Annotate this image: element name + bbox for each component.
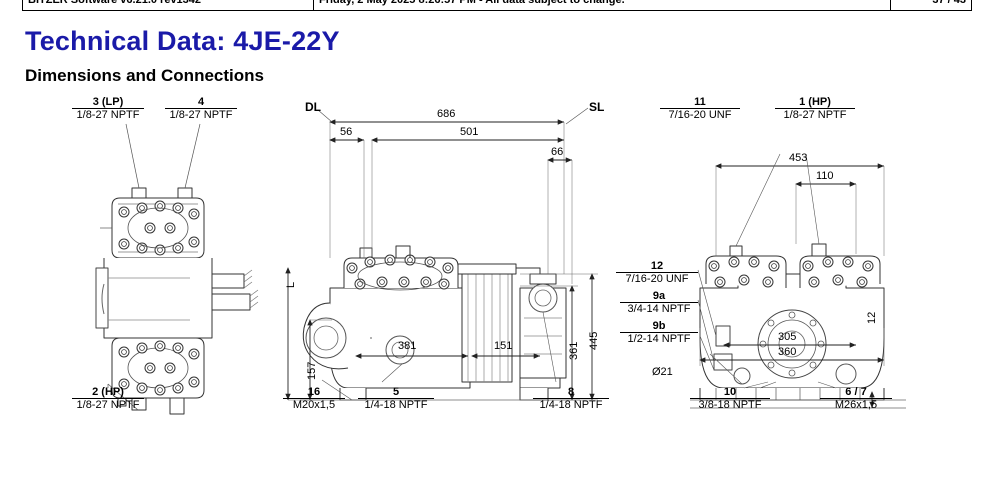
callout-number: 3 (LP) — [92, 96, 124, 108]
callout-8: 8 1/4-18 NPTF — [533, 386, 609, 412]
technical-drawing: 3 (LP) 1/8-27 NPTF 4 1/8-27 NPTF 2 (HP) … — [0, 88, 1000, 428]
callout-3-lp: 3 (LP) 1/8-27 NPTF — [72, 96, 144, 122]
view-side — [285, 107, 598, 401]
dim-501: 501 — [460, 126, 479, 138]
dim-686: 686 — [437, 108, 456, 120]
callout-1-hp: 1 (HP) 1/8-27 NPTF — [775, 96, 855, 122]
page-header-table: BITZER Software v6.21.0 rev1342 Friday, … — [22, 0, 972, 11]
dim-12-vertical: 12 — [866, 311, 878, 324]
callout-thread: 1/8-27 NPTF — [72, 108, 144, 121]
callout-thread: 3/4-14 NPTF — [620, 302, 698, 315]
callout-thread: 1/8-27 NPTF — [72, 398, 144, 411]
dim-305: 305 — [778, 331, 797, 343]
callout-thread: 1/8-27 NPTF — [165, 108, 237, 121]
section-heading: Dimensions and Connections — [25, 66, 264, 85]
callout-6-7: 6 / 7 M26x1,5 — [820, 386, 892, 412]
dim-56: 56 — [340, 126, 353, 138]
callout-thread: 7/16-20 UNF — [616, 272, 698, 285]
port-label-sl: SL — [589, 100, 605, 114]
callout-number: 6 / 7 — [845, 386, 867, 398]
callout-number: 9b — [652, 320, 666, 332]
callout-thread: 1/8-27 NPTF — [775, 108, 855, 121]
callout-number: 8 — [567, 386, 575, 398]
view-rear — [690, 153, 906, 409]
callout-9a: 9a 3/4-14 NPTF — [620, 290, 698, 316]
callout-thread: 1/4-18 NPTF — [358, 398, 434, 411]
callout-thread: M26x1,5 — [820, 398, 892, 411]
drawing-vector — [95, 107, 906, 415]
callout-thread: 1/4-18 NPTF — [533, 398, 609, 411]
callout-number: 5 — [392, 386, 400, 398]
callout-5: 5 1/4-18 NPTF — [358, 386, 434, 412]
callout-number: 9a — [652, 290, 666, 302]
callout-thread: 3/8-18 NPTF — [690, 398, 770, 411]
callout-number: 11 — [694, 96, 706, 108]
dim-445: 445 — [588, 331, 600, 350]
callout-16: 16 M20x1,5 — [283, 386, 345, 412]
callout-number: 12 — [650, 260, 664, 272]
dim-label-L: L — [285, 281, 297, 288]
dim-360: 360 — [778, 346, 797, 358]
dim-151: 151 — [494, 340, 513, 352]
view-front — [95, 123, 259, 415]
callout-thread: 7/16-20 UNF — [660, 108, 740, 121]
dim-361: 361 — [568, 341, 580, 360]
callout-number: 1 (HP) — [799, 96, 831, 108]
dim-453: 453 — [789, 152, 808, 164]
dim-381: 381 — [398, 340, 417, 352]
dim-157: 157 — [306, 361, 318, 380]
callout-number: 16 — [307, 386, 321, 398]
page-title: Technical Data: 4JE-22Y — [25, 26, 340, 56]
header-timestamp: Friday, 2 May 2025 8:26:57 PM - All data… — [314, 0, 891, 10]
callout-thread: M20x1,5 — [283, 398, 345, 411]
dim-110: 110 — [816, 170, 834, 182]
callout-9b: 9b 1/2-14 NPTF — [620, 320, 698, 346]
callout-number: 10 — [723, 386, 737, 398]
dim-66: 66 — [551, 146, 564, 158]
callout-thread: 1/2-14 NPTF — [620, 332, 698, 345]
callout-number: 4 — [197, 96, 205, 108]
header-page-number: 37 / 43 — [932, 0, 966, 6]
port-label-dl: DL — [305, 100, 321, 114]
callout-2-hp: 2 (HP) 1/8-27 NPTF — [72, 386, 144, 412]
callout-12: 12 7/16-20 UNF — [616, 260, 698, 286]
callout-11: 11 7/16-20 UNF — [660, 96, 740, 122]
header-company: BITZER Software v6.21.0 rev1342 — [23, 0, 314, 10]
dim-diameter-21: Ø21 — [652, 366, 673, 378]
callout-number: 2 (HP) — [92, 386, 124, 398]
callout-4: 4 1/8-27 NPTF — [165, 96, 237, 122]
callout-10: 10 3/8-18 NPTF — [690, 386, 770, 412]
